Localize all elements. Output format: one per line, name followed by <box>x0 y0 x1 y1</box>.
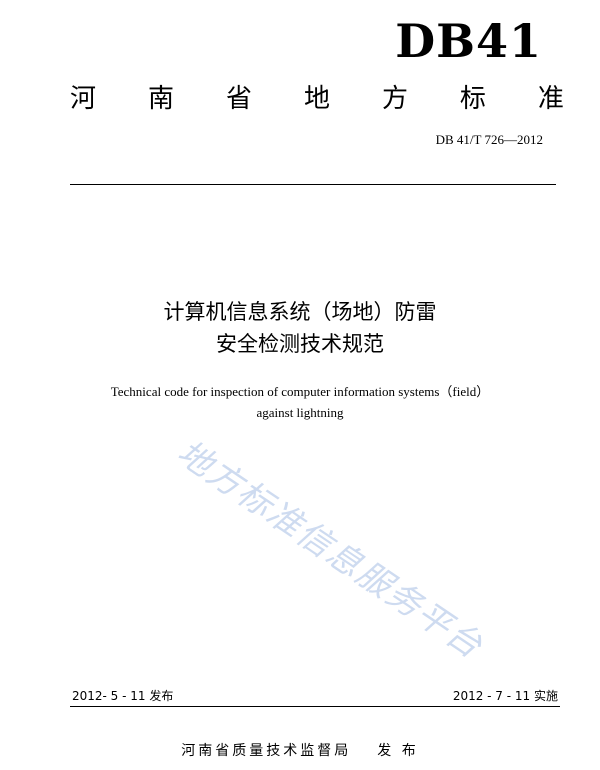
document-title-cn: 计算机信息系统（场地）防雷 安全检测技术规范 <box>0 296 600 360</box>
publisher-action: 发 布 <box>377 743 419 759</box>
implementation-date: 2012 - 7 - 11 实施 <box>452 689 558 703</box>
title-en-line-2: against lightning <box>256 405 344 420</box>
title-cn-line-1: 计算机信息系统（场地）防雷 <box>163 300 437 324</box>
standard-code-mark: DB41 <box>395 14 542 68</box>
title-en-line-1: Technical code for inspection of compute… <box>110 384 490 399</box>
title-cn-line-2: 安全检测技术规范 <box>216 332 384 356</box>
publisher-line: 河南省质量技术监督局 发 布 <box>0 744 600 758</box>
standard-type-char: 地 <box>303 84 330 114</box>
standard-type-heading: 河 南 省 地 方 标 准 <box>70 86 564 112</box>
standard-type-char: 河 <box>70 84 97 114</box>
standard-type-char: 准 <box>537 84 564 114</box>
header-divider <box>70 184 556 185</box>
standard-type-char: 南 <box>147 84 174 114</box>
publisher-name: 河南省质量技术监督局 <box>181 743 352 759</box>
footer-divider <box>70 706 560 707</box>
standard-type-char: 标 <box>459 84 486 114</box>
standard-type-char: 方 <box>381 84 408 114</box>
document-title-en: Technical code for inspection of compute… <box>0 381 600 423</box>
issue-date: 2012- 5 - 11 发布 <box>72 689 174 703</box>
standard-number: DB 41/T 726—2012 <box>435 132 543 147</box>
watermark: 地方标准信息服务平台 <box>169 432 491 668</box>
standard-type-char: 省 <box>225 84 252 114</box>
